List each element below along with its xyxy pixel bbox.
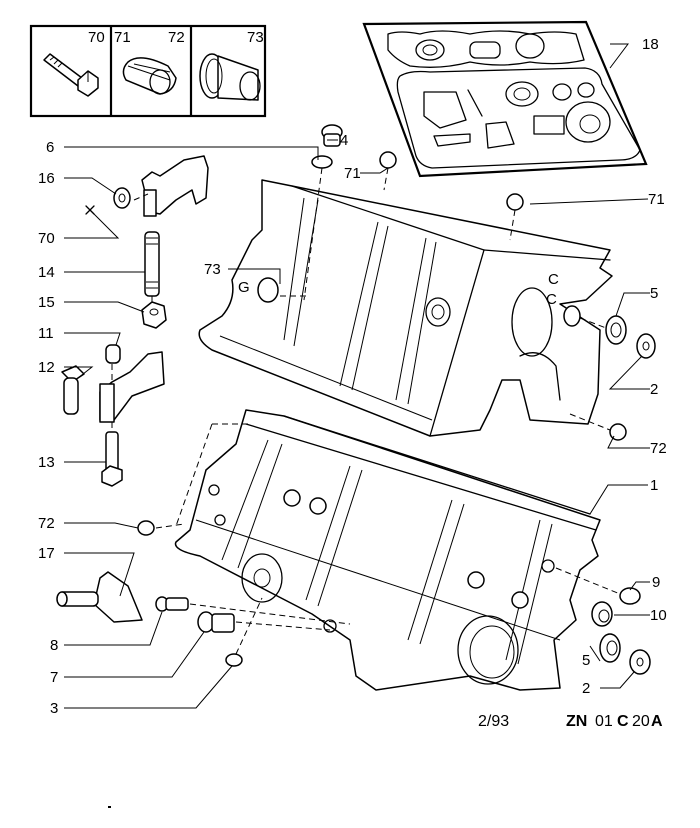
plug-2-upper — [636, 333, 656, 359]
callout-17: 17 — [38, 545, 55, 562]
callout-15: 15 — [38, 294, 55, 311]
gasket-set — [362, 20, 648, 178]
lower-block — [174, 409, 601, 691]
legend-label-70: 70 — [88, 29, 105, 46]
seal-5-upper — [605, 315, 627, 345]
nut-15 — [141, 301, 167, 329]
bolt-7 — [197, 611, 235, 633]
seal-5-lower — [599, 633, 621, 663]
washer-6 — [311, 155, 333, 169]
callout-14: 14 — [38, 264, 55, 281]
callout-13: 13 — [38, 454, 55, 471]
legend-label-72: 72 — [168, 29, 185, 46]
footer-ref-suffix: A — [651, 713, 663, 730]
callout-16: 16 — [38, 170, 55, 187]
callout-8: 8 — [50, 637, 58, 654]
callout-73: 73 — [204, 261, 221, 278]
bushing-10 — [591, 601, 613, 627]
sleeve-11 — [105, 344, 121, 364]
svg-text:G: G — [238, 279, 250, 296]
callout-2-lower: 2 — [582, 680, 590, 697]
stray-mark — [108, 806, 111, 808]
plug-4 — [321, 124, 343, 147]
footer-ref-num2: 20 — [632, 713, 650, 730]
sleeve-72-right — [609, 423, 627, 441]
sleeve-9 — [619, 587, 641, 605]
sleeve-72-left — [137, 520, 155, 536]
callout-10: 10 — [650, 607, 667, 624]
callout-4: 4 — [340, 132, 348, 149]
plug-2-lower — [629, 649, 651, 675]
callout-11: 11 — [38, 325, 54, 342]
washer-16 — [113, 187, 131, 209]
callout-72-right: 72 — [650, 440, 667, 457]
legend-label-73: 73 — [247, 29, 264, 46]
assembly-lines — [111, 167, 621, 655]
footer-date: 2/93 — [478, 713, 509, 730]
plug-3 — [225, 653, 243, 667]
svg-text:C: C — [546, 291, 557, 308]
callout-labels: 6 16 70 14 15 11 12 13 72 17 8 7 3 4 71 … — [38, 36, 667, 717]
split-sleeve-icon — [122, 57, 177, 95]
dowel-12 — [61, 365, 85, 415]
footer-ref-prefix: ZN — [566, 713, 587, 730]
footer: 2/93 ZN 01 C 20 A — [478, 713, 663, 730]
callout-12: 12 — [38, 359, 55, 376]
sleeve-71-right — [506, 193, 524, 211]
bolt-8 — [155, 596, 189, 612]
callout-71-right: 71 — [648, 191, 665, 208]
callout-2-upper: 2 — [650, 381, 658, 398]
footer-ref-num1: 01 — [595, 713, 613, 730]
flanged-bushing-icon — [199, 53, 261, 101]
bearing-cap-upper — [141, 155, 209, 217]
legend-label-71: 71 — [114, 29, 131, 46]
svg-text:C: C — [548, 271, 559, 288]
callout-7: 7 — [50, 669, 58, 686]
sleeve-71-top — [379, 151, 397, 169]
bolt-icon — [43, 53, 99, 97]
callout-1: 1 — [650, 477, 658, 494]
footer-ref-letter: C — [617, 713, 629, 730]
stud-14 — [144, 231, 160, 297]
callout-70: 70 — [38, 230, 55, 247]
callout-5-lower: 5 — [582, 652, 590, 669]
callout-18: 18 — [642, 36, 659, 53]
callout-5-upper: 5 — [650, 285, 658, 302]
callout-9: 9 — [652, 574, 660, 591]
callout-6: 6 — [46, 139, 54, 156]
callout-71-top: 71 — [344, 165, 361, 182]
upper-block: G C C — [198, 179, 613, 437]
leader-lines — [64, 43, 650, 709]
legend-box: 70 71 72 73 — [29, 24, 267, 118]
bearing-cap-lower — [99, 351, 165, 423]
bolt-13 — [101, 431, 123, 487]
callout-3: 3 — [50, 700, 58, 717]
callout-72-left: 72 — [38, 515, 55, 532]
bracket-17 — [56, 571, 143, 623]
